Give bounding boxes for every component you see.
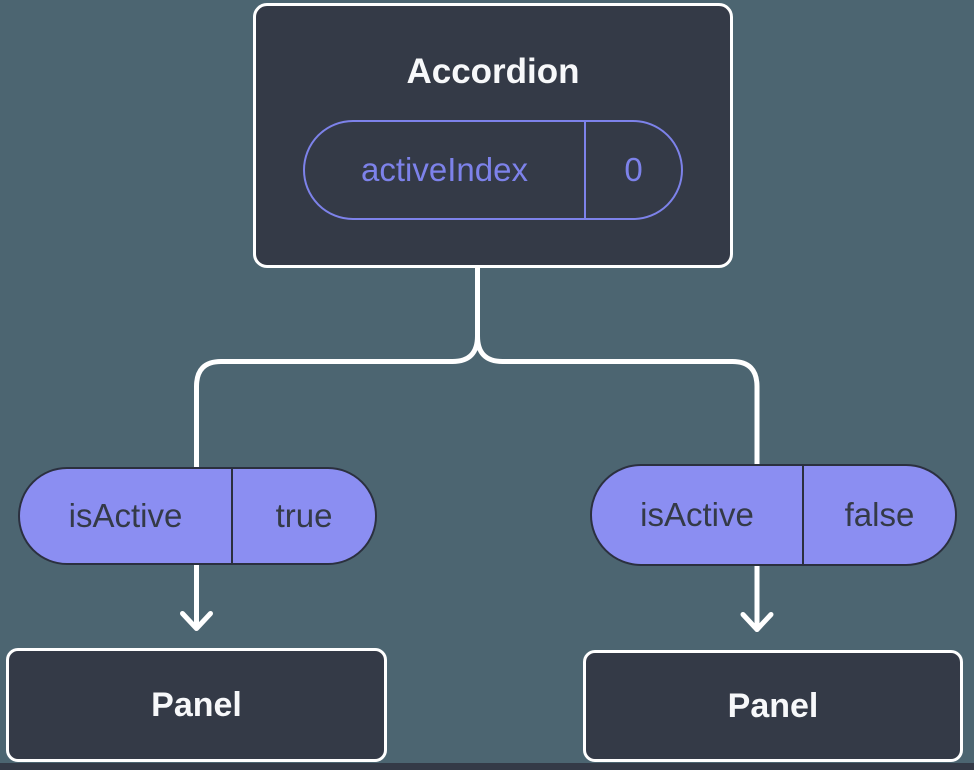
panel-node-title: Panel: [727, 686, 819, 725]
node-panel-right: Panel: [583, 650, 963, 762]
state-pill-value: 0: [624, 151, 643, 188]
arrow-down-left-icon: [180, 611, 213, 631]
prop-pill-name: isActive: [592, 466, 804, 564]
panel-node-title: Panel: [151, 685, 242, 724]
arrow-down-right-icon: [740, 612, 774, 632]
prop-pill-isactive-true: isActive true: [18, 467, 377, 565]
state-pill-name: activeIndex: [305, 122, 586, 218]
node-panel-left: Panel: [6, 648, 387, 762]
bottom-edge: [0, 763, 974, 770]
prop-pill-value: false: [844, 496, 915, 533]
state-pill-activeindex: activeIndex 0: [303, 120, 683, 220]
prop-pill-isactive-false: isActive false: [590, 464, 957, 566]
node-accordion: Accordion activeIndex 0: [253, 3, 733, 268]
connector-root-to-right-child: [475, 262, 760, 468]
prop-pill-name: isActive: [20, 469, 233, 563]
accordion-node-title: Accordion: [406, 52, 580, 91]
connector-root-to-left-child: [194, 262, 480, 471]
prop-pill-value: true: [275, 497, 333, 534]
